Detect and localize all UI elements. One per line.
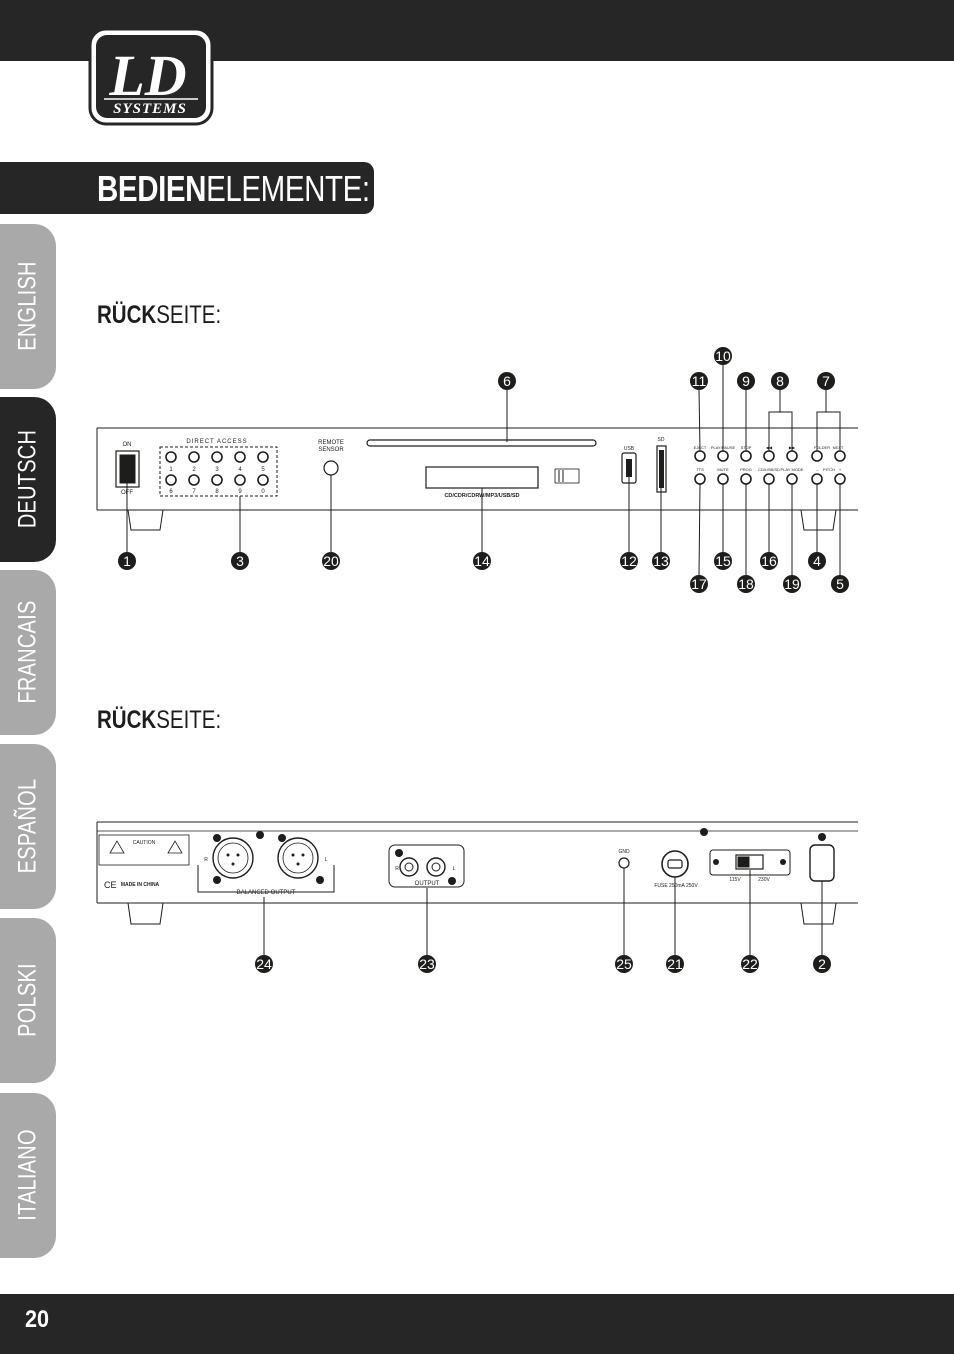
btn-label-mute: MUTE bbox=[717, 467, 729, 472]
tab-polski[interactable]: POLSKI bbox=[0, 918, 56, 1083]
rca-r-label: R bbox=[395, 866, 399, 872]
callout-1: 1 bbox=[123, 553, 131, 569]
callout-14: 14 bbox=[474, 553, 490, 569]
svg-text:CE: CE bbox=[104, 880, 117, 890]
callout-12: 12 bbox=[621, 553, 637, 569]
tab-italiano-label: ITALIANO bbox=[13, 1129, 42, 1221]
xlr-l-label: L bbox=[325, 857, 328, 863]
tab-deutsch[interactable]: DEUTSCH bbox=[0, 397, 56, 562]
btn-label-minus: – bbox=[816, 467, 819, 472]
callout-7: 7 bbox=[822, 373, 830, 389]
callout-16: 16 bbox=[761, 553, 777, 569]
front-callouts: 6 10 11 9 8 7 1 3 20 14 12 13 15 16 4 17… bbox=[118, 347, 849, 593]
remote-label-2: SENSOR bbox=[318, 447, 344, 453]
callout-24: 24 bbox=[256, 956, 272, 972]
tab-english-label: ENGLISH bbox=[13, 261, 42, 351]
svg-text:LD: LD bbox=[108, 43, 186, 108]
tab-francais[interactable]: FRANCAIS bbox=[0, 570, 56, 735]
callout-22: 22 bbox=[742, 956, 758, 972]
tab-italiano[interactable]: ITALIANO bbox=[0, 1093, 56, 1258]
btn-label-tts: TTS bbox=[696, 467, 704, 472]
callout-21: 21 bbox=[667, 956, 683, 972]
sd-label: SD bbox=[658, 437, 665, 443]
rear-leader-lines bbox=[263, 868, 823, 955]
volt-230-label: 230V bbox=[758, 877, 770, 883]
section-heading-rear: RÜCKSEITE: bbox=[97, 706, 222, 734]
btn-label-ffw: ▶▶ bbox=[789, 445, 796, 450]
direct-access-label: DIRECT ACCESS bbox=[186, 439, 247, 445]
callout-8: 8 bbox=[776, 373, 784, 389]
tab-polski-label: POLSKI bbox=[13, 963, 42, 1037]
balanced-output-label: BALANCED OUTPUT bbox=[237, 890, 296, 896]
callout-13: 13 bbox=[653, 553, 669, 569]
caution-label: CAUTION bbox=[133, 840, 156, 846]
page-title: BEDIENELEMENTE: bbox=[97, 168, 370, 209]
ld-systems-logo: LD SYSTEMS bbox=[88, 27, 214, 126]
volt-115-label: 115V bbox=[729, 877, 741, 883]
digit-2: 2 bbox=[192, 467, 196, 473]
digit-1: 1 bbox=[169, 467, 173, 473]
fuse-label: FUSE 250mA 250V bbox=[654, 883, 698, 889]
gnd-label: GND bbox=[618, 849, 630, 855]
callout-23: 23 bbox=[419, 956, 435, 972]
digit-8: 8 bbox=[215, 489, 219, 495]
tab-deutsch-label: DEUTSCH bbox=[13, 429, 42, 529]
control-buttons bbox=[694, 450, 846, 485]
output-label: OUTPUT bbox=[415, 881, 440, 887]
callout-4: 4 bbox=[813, 553, 821, 569]
rca-l-label: L bbox=[453, 866, 456, 872]
callout-2: 2 bbox=[818, 956, 826, 972]
section-title-bar bbox=[0, 162, 374, 214]
digit-9: 9 bbox=[238, 489, 242, 495]
digit-3: 3 bbox=[215, 467, 219, 473]
btn-label-eject: EJECT bbox=[694, 445, 707, 450]
callout-18: 18 bbox=[738, 576, 754, 592]
btn-label-next: NEXT bbox=[833, 445, 844, 450]
on-label: ON bbox=[123, 442, 132, 448]
callout-5: 5 bbox=[836, 576, 844, 592]
callout-10: 10 bbox=[715, 348, 731, 364]
off-label: OFF bbox=[121, 490, 133, 496]
btn-label-prog: PROG bbox=[740, 467, 752, 472]
callout-11: 11 bbox=[692, 373, 707, 389]
direct-access-buttons bbox=[165, 451, 269, 486]
callout-6: 6 bbox=[503, 373, 511, 389]
xlr-r-label: R bbox=[204, 857, 208, 863]
digit-4: 4 bbox=[238, 467, 242, 473]
btn-label-rew: ◀◀ bbox=[766, 445, 773, 450]
btn-label-stop: STOP bbox=[741, 445, 752, 450]
page-number: 20 bbox=[25, 1306, 50, 1333]
tab-espanol-label: ESPAÑOL bbox=[13, 778, 42, 874]
callout-19: 19 bbox=[784, 576, 800, 592]
digit-5: 5 bbox=[261, 467, 265, 473]
section-heading-front: RÜCKSEITE: bbox=[97, 301, 222, 329]
remote-label-1: REMOTE bbox=[318, 440, 344, 446]
btn-label-plus: + bbox=[839, 467, 842, 472]
display-caption: CD/CDR/CDRW/MP3/USB/SD bbox=[444, 493, 519, 499]
btn-label-cdusbsd: CD/USB/SD bbox=[758, 467, 780, 472]
made-in-label: MADE IN CHINA bbox=[121, 882, 160, 888]
bottom-bar bbox=[0, 1294, 954, 1354]
btn-label-pitch: PITCH bbox=[823, 467, 835, 472]
svg-text:SYSTEMS: SYSTEMS bbox=[113, 101, 187, 117]
tab-english[interactable]: ENGLISH bbox=[0, 224, 56, 389]
digit-6: 6 bbox=[169, 489, 173, 495]
callout-17: 17 bbox=[691, 576, 707, 592]
callout-25: 25 bbox=[616, 956, 632, 972]
callout-3: 3 bbox=[236, 553, 244, 569]
callout-15: 15 bbox=[715, 553, 731, 569]
digit-7: 7 bbox=[192, 489, 196, 495]
rear-callouts: 24 23 25 21 22 2 bbox=[255, 955, 831, 973]
digit-0: 0 bbox=[261, 489, 265, 495]
btn-label-play: PLAY/PAUSE bbox=[711, 445, 736, 450]
btn-label-folder: FOLDER bbox=[814, 445, 830, 450]
front-leader-lines bbox=[126, 364, 841, 576]
callout-9: 9 bbox=[742, 373, 750, 389]
tab-espanol[interactable]: ESPAÑOL bbox=[0, 744, 56, 909]
tab-francais-label: FRANCAIS bbox=[13, 600, 42, 704]
usb-label: USB bbox=[624, 446, 635, 452]
btn-label-playmode: PLAY MODE bbox=[781, 467, 804, 472]
callout-20: 20 bbox=[323, 553, 339, 569]
